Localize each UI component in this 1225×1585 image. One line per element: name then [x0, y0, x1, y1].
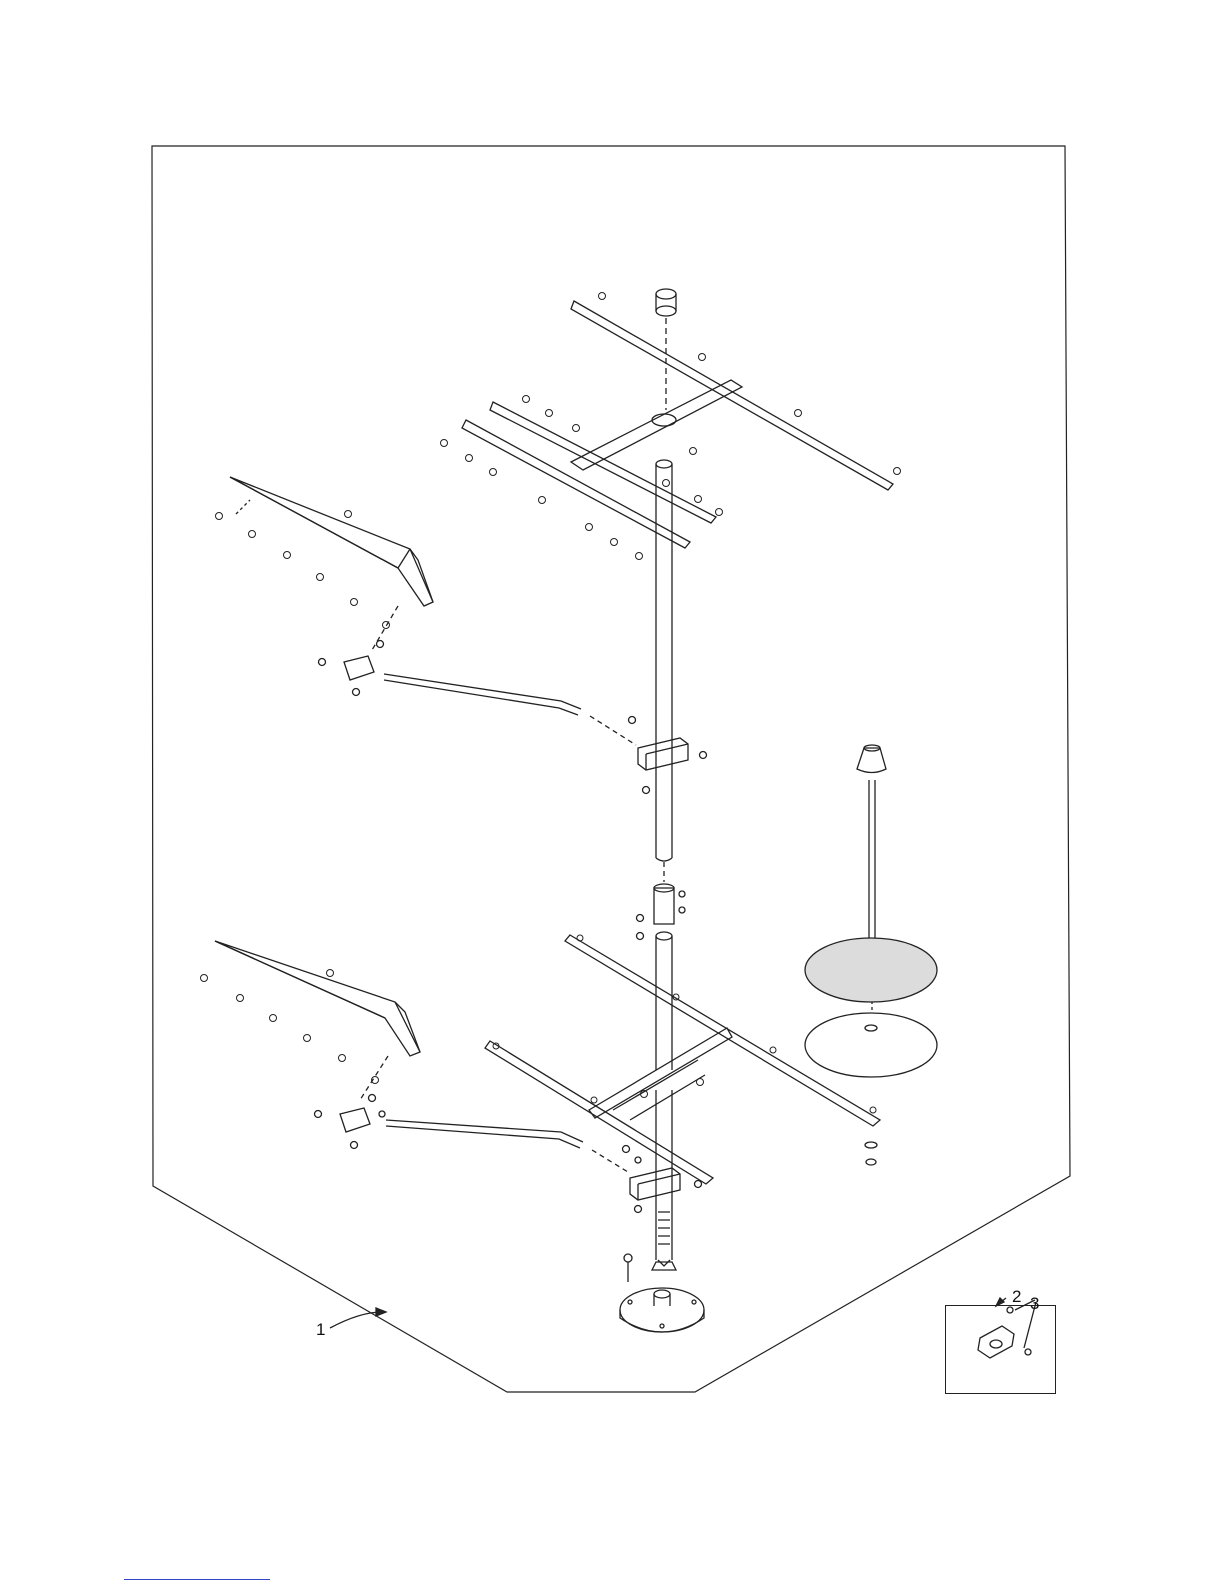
base-plate	[620, 1254, 704, 1332]
pole-coupler	[637, 862, 686, 940]
upper-triangle-rack	[216, 477, 434, 650]
upper-parallel-arms	[462, 402, 716, 548]
upper-cross-arm-assembly	[441, 289, 901, 560]
inset-box	[945, 1305, 1056, 1394]
lower-bracket-rod	[315, 1095, 629, 1173]
lower-triangle-rack	[201, 941, 421, 1100]
lower-pole-clamp	[623, 1146, 702, 1213]
callout-3-label: 3	[1030, 1294, 1039, 1314]
upper-pole-clamp	[629, 717, 707, 794]
upper-bracket-rod	[319, 641, 637, 746]
bottom-link-underline[interactable]	[124, 1579, 270, 1580]
callout-1-leader	[330, 1308, 386, 1328]
assembly-boundary	[152, 146, 1070, 1392]
upper-pole	[656, 460, 672, 861]
callout-1-label: 1	[316, 1320, 325, 1340]
callout-2-label: 2	[1012, 1287, 1021, 1307]
upper-crossbar	[571, 380, 742, 470]
pole-top-cap	[656, 289, 676, 316]
upper-long-arm	[571, 301, 893, 490]
thread-spool-stand	[805, 745, 937, 1165]
upper-arm-screws	[441, 293, 901, 560]
